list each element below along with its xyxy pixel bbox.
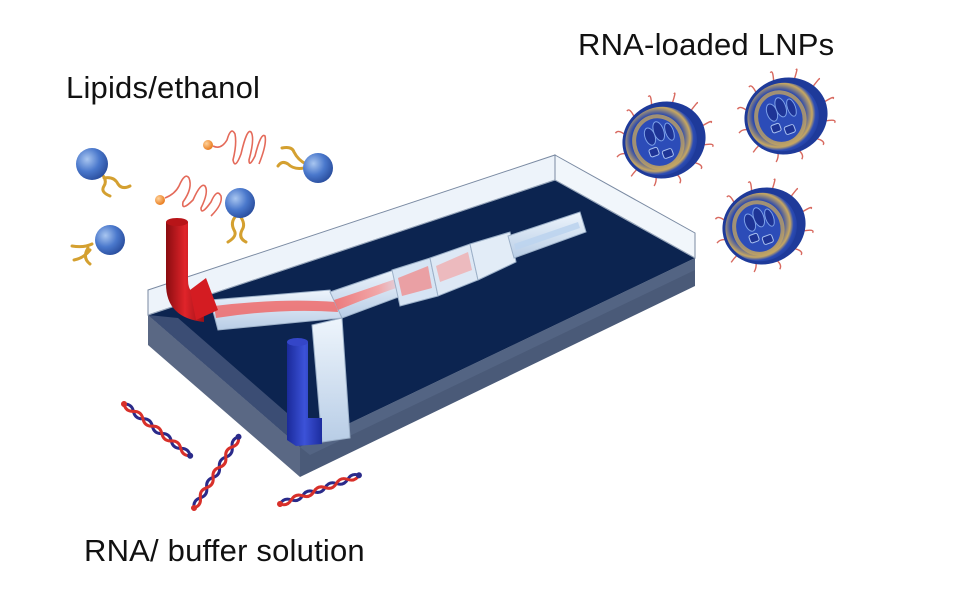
chip-side-left bbox=[148, 315, 300, 477]
lnp-particles bbox=[614, 68, 836, 273]
lipid-inlet-tube bbox=[166, 218, 218, 322]
channel-mixer-4 bbox=[469, 231, 517, 281]
ionizable-lipid bbox=[203, 130, 267, 165]
lipids-ethanol-label: Lipids/ethanol bbox=[66, 70, 261, 105]
lipid-inlet-arrow bbox=[190, 278, 218, 320]
rna-strand bbox=[191, 433, 242, 511]
lipid-molecule bbox=[276, 146, 333, 183]
lipid-molecules bbox=[70, 146, 333, 266]
rna-strands bbox=[121, 401, 362, 511]
channel-rna-arm bbox=[311, 317, 351, 443]
chip-base-rim-front bbox=[300, 258, 695, 455]
microfluidic-chip bbox=[147, 154, 696, 477]
rna-loaded-lnps-label: RNA-loaded LNPs bbox=[578, 27, 835, 62]
chip-base bbox=[148, 180, 695, 447]
rna-buffer-label: RNA/ buffer solution bbox=[84, 533, 365, 568]
rna-strand bbox=[121, 401, 194, 459]
chip-base-rim bbox=[148, 315, 318, 447]
lnp-particle bbox=[714, 178, 814, 273]
mixing-channel bbox=[209, 211, 587, 443]
lnp-particle bbox=[736, 68, 836, 163]
rna-inlet-tube bbox=[287, 338, 322, 446]
lnp-particle bbox=[614, 92, 714, 187]
lipid-molecule bbox=[70, 225, 125, 266]
ionizable-lipids bbox=[155, 130, 267, 217]
rna-strand bbox=[277, 472, 362, 507]
ionizable-lipid bbox=[155, 175, 223, 217]
lipid-molecule bbox=[225, 188, 255, 244]
lipid-molecule bbox=[76, 148, 132, 198]
